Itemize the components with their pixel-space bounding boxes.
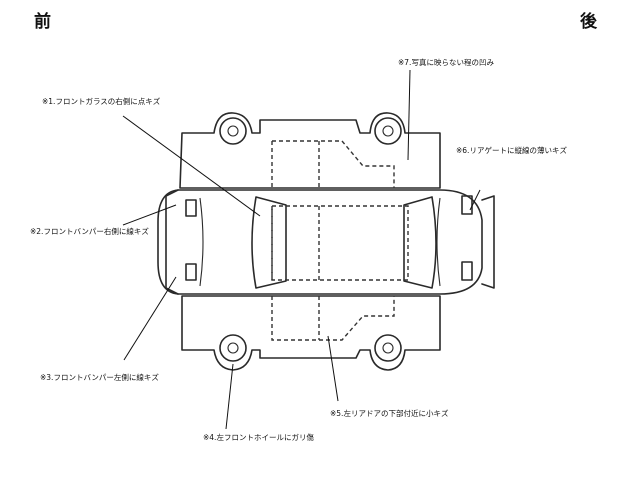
- leader-line-4: [225, 363, 234, 430]
- leader-line-5: [327, 335, 339, 402]
- damage-note-4: ※4.左フロントホイールにガリ傷: [203, 433, 314, 442]
- leader-line-3: [123, 276, 177, 361]
- damage-note-6: ※6.リアゲートに縦線の薄いキズ: [456, 146, 567, 155]
- leader-line-2: [122, 204, 177, 226]
- top-view: [157, 189, 495, 295]
- damage-note-1: ※1.フロントガラスの右側に点キズ: [42, 97, 161, 106]
- damage-note-5: ※5.左リアドアの下部付近に小キズ: [330, 409, 449, 418]
- damage-note-3: ※3.フロントバンパー左側に線キズ: [40, 373, 159, 382]
- leader-line-7: [407, 69, 411, 161]
- leader-line-1: [122, 115, 261, 217]
- leader-line-6: [469, 189, 481, 211]
- damage-note-7: ※7.写真に映らない程の凹み: [398, 58, 494, 67]
- right-side-view: [179, 112, 441, 189]
- front-label: 前: [34, 12, 51, 32]
- left-side-view: [181, 295, 441, 371]
- rear-label: 後: [580, 12, 597, 32]
- leader-lines: [122, 69, 481, 430]
- damage-note-2: ※2.フロントバンパー右側に線キズ: [30, 227, 149, 236]
